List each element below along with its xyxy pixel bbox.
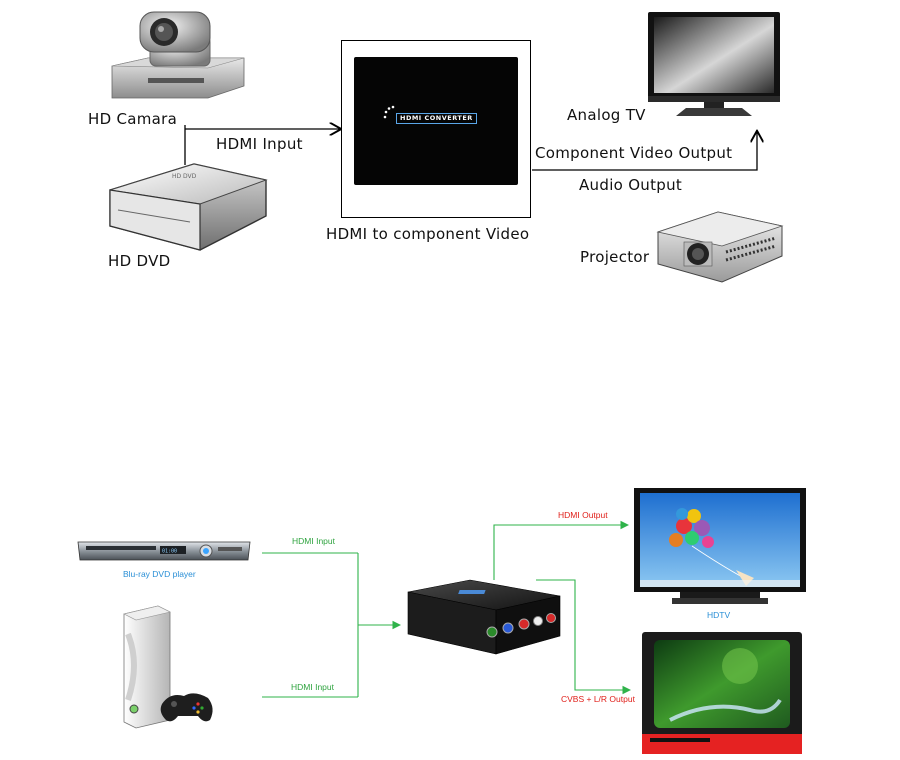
analog-tv-image xyxy=(648,12,780,116)
component-output-arrow xyxy=(532,132,757,171)
analog-tv-label: Analog TV xyxy=(567,106,646,124)
component-output-label: Component Video Output xyxy=(535,144,733,162)
hdmi-output-label: HDMI Output xyxy=(558,510,608,520)
cvbs-output-arrow xyxy=(536,579,632,695)
audio-output-label: Audio Output xyxy=(579,176,683,194)
hdtv-label: HDTV xyxy=(707,610,731,620)
game-console-image xyxy=(123,605,213,729)
hdmi-input-label: HDMI Input xyxy=(216,135,303,153)
bluray-label: Blu-ray DVD player xyxy=(123,569,196,579)
converter-logo: HDMI CONVERTER xyxy=(396,113,477,124)
hdmi-input-1-label: HDMI Input xyxy=(292,536,335,546)
hd-dvd-label: HD DVD xyxy=(108,252,171,270)
cvbs-output-label: CVBS + L/R Output xyxy=(561,694,635,704)
hd-camera-label: HD Camara xyxy=(88,110,178,128)
svg-text:HD DVD: HD DVD xyxy=(172,173,197,180)
projector-label: Projector xyxy=(580,248,650,266)
converter-frame: HDMI CONVERTER xyxy=(341,40,531,218)
hdtv-image xyxy=(634,488,806,604)
converter-caption: HDMI to component Video xyxy=(326,225,530,243)
converter-device: HDMI CONVERTER xyxy=(354,57,518,185)
projector-image xyxy=(656,211,784,283)
hdmi-input-2-label: HDMI Input xyxy=(291,682,334,692)
hd-dvd-image: HD DVD xyxy=(109,163,268,251)
converter-box-image xyxy=(407,579,561,655)
signal-dots-icon xyxy=(383,105,395,119)
hdmi-output-arrow xyxy=(493,520,630,580)
hd-camera-image xyxy=(111,11,245,99)
bluray-player-image: 01:00 xyxy=(77,541,251,561)
svg-text:01:00: 01:00 xyxy=(162,549,177,555)
crt-tv-image xyxy=(642,632,802,754)
